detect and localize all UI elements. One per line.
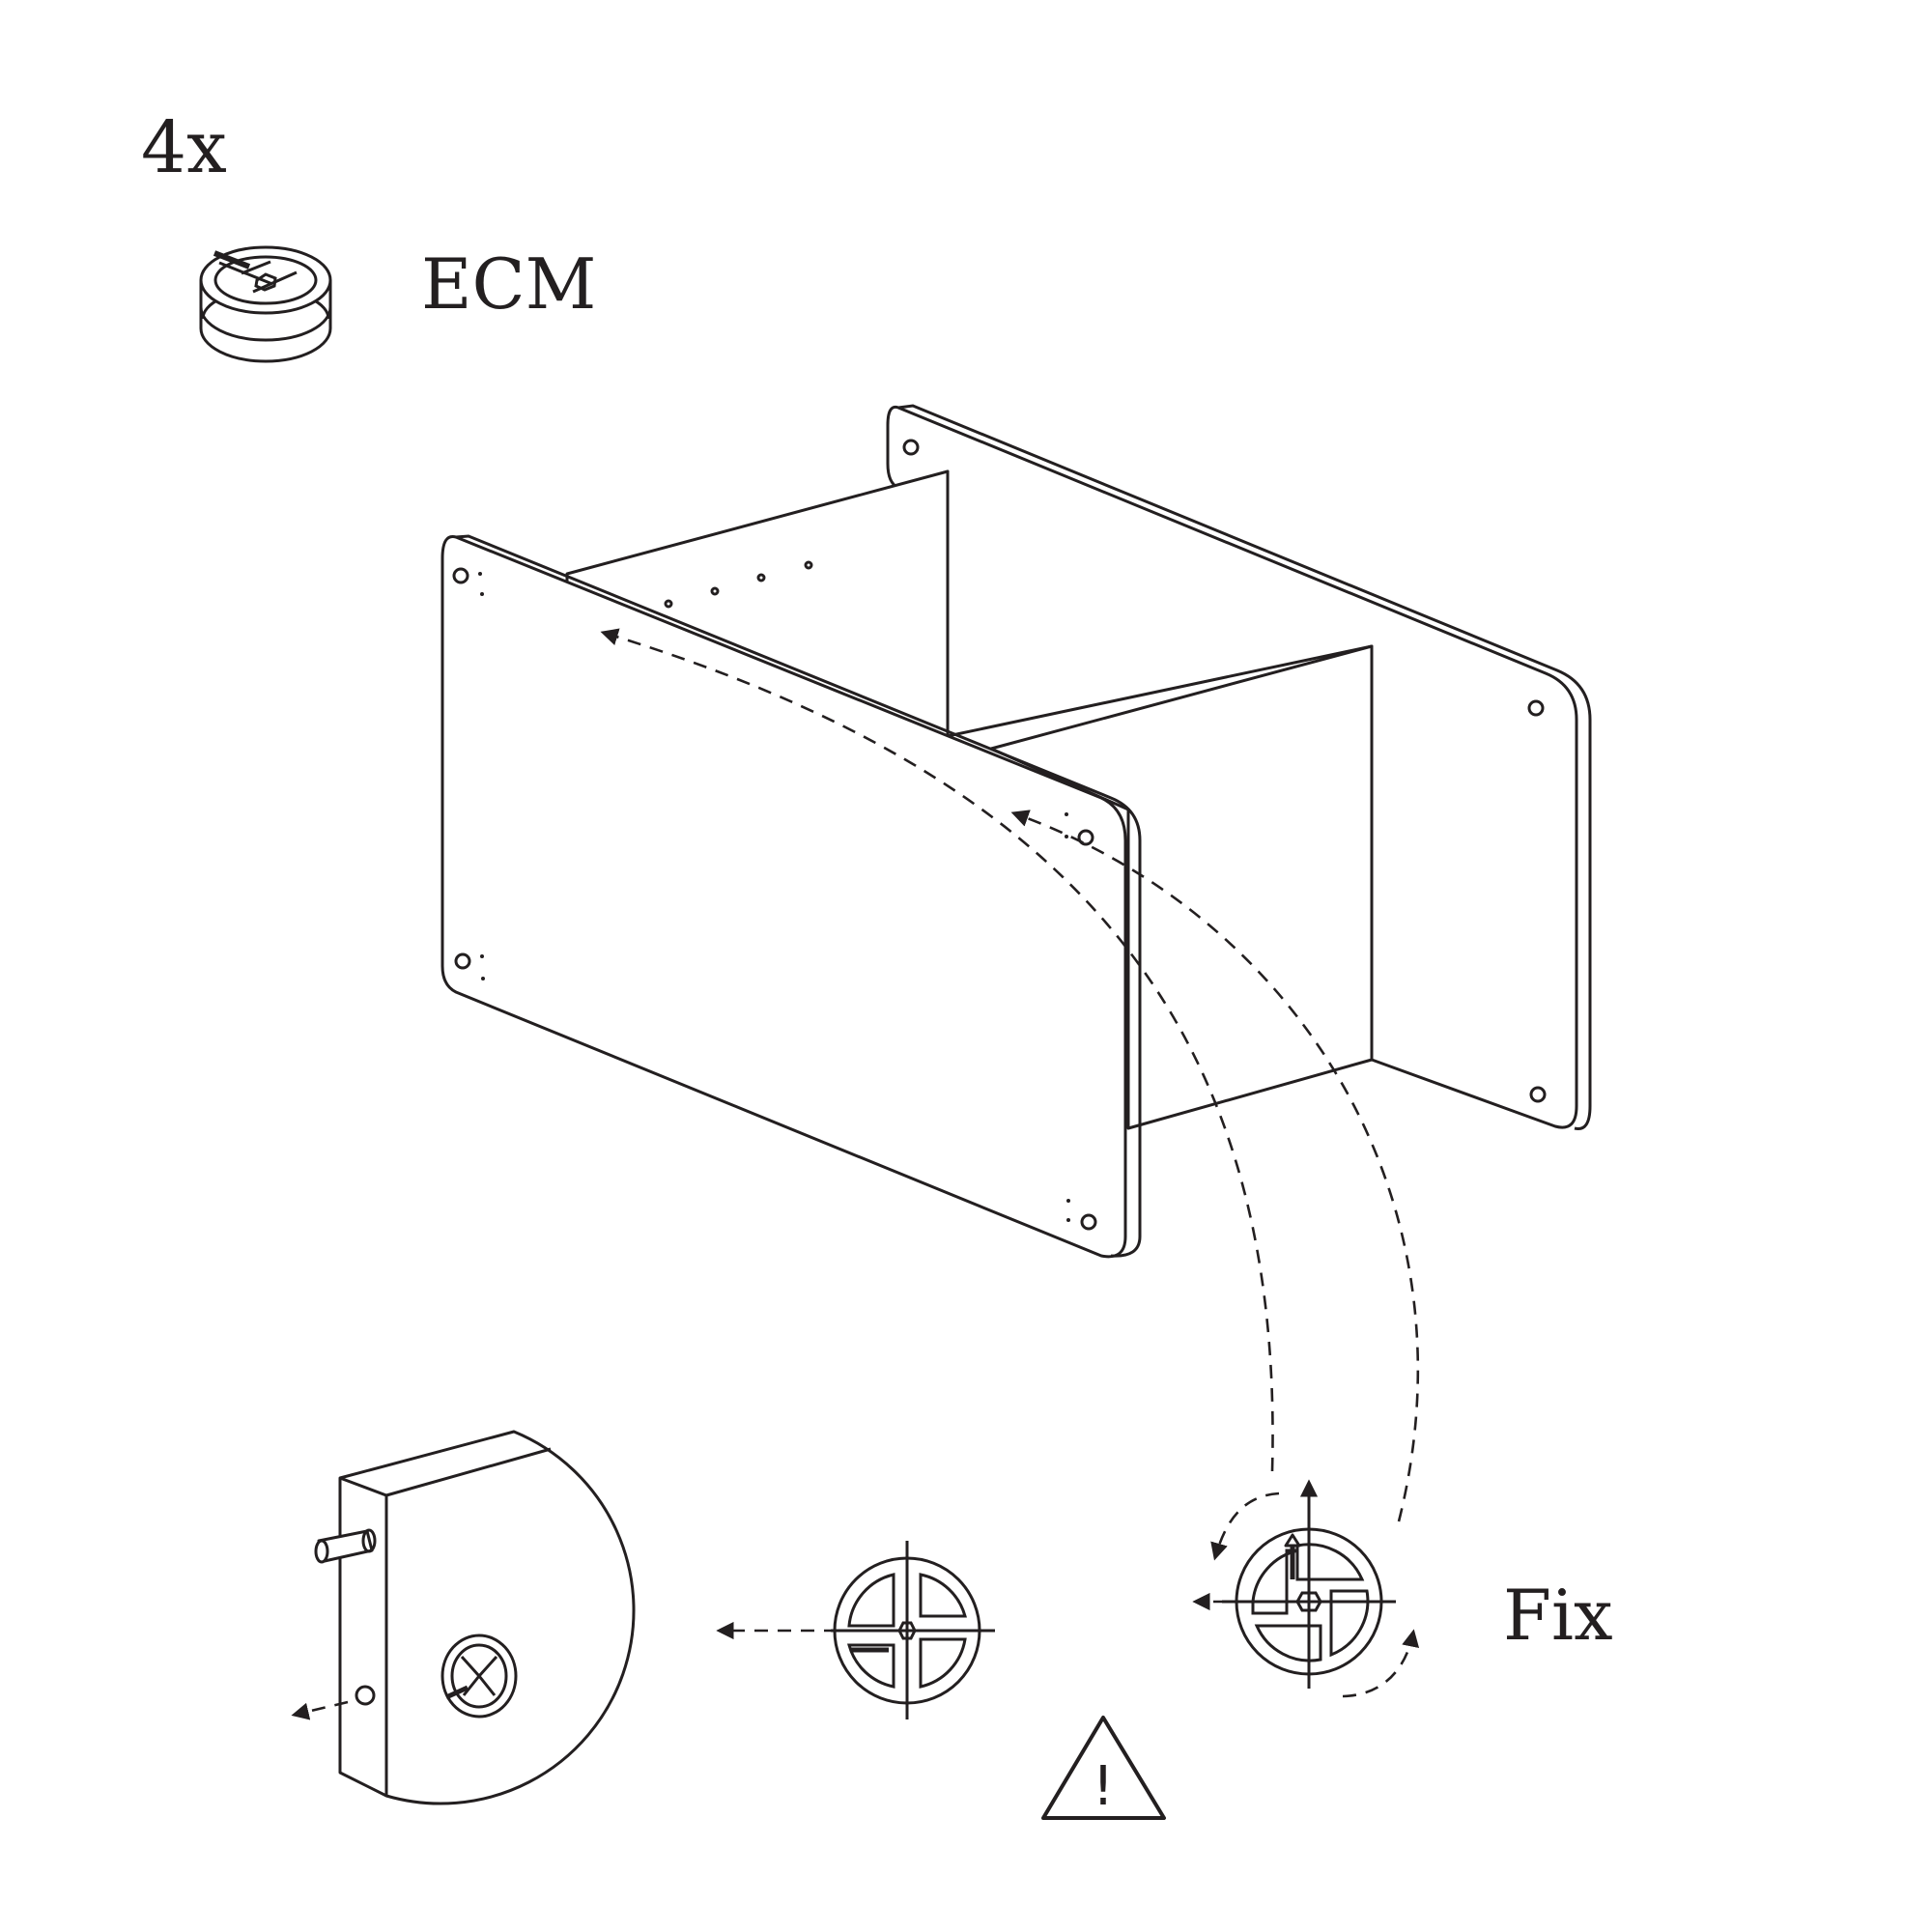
cam-lock-unlocked-diagram	[716, 1541, 995, 1719]
warning-mark: !	[1093, 1755, 1114, 1818]
side-panel-front	[440, 534, 1142, 1259]
dowel-icon	[314, 1528, 377, 1564]
cam-lock-fix-diagram	[1192, 1479, 1420, 1698]
warning-icon: !	[1041, 1716, 1166, 1820]
cam-lock-part-icon	[199, 245, 332, 363]
fix-label: Fix	[1503, 1575, 1613, 1656]
insertion-path-arrow	[1010, 810, 1420, 1522]
cam-lock-detail-icon	[440, 1634, 518, 1719]
quantity-label: 4x	[141, 106, 227, 189]
insertion-path-arrow	[600, 628, 1274, 1472]
part-code-label: ECM	[421, 243, 597, 325]
detail-view	[291, 1430, 636, 1805]
